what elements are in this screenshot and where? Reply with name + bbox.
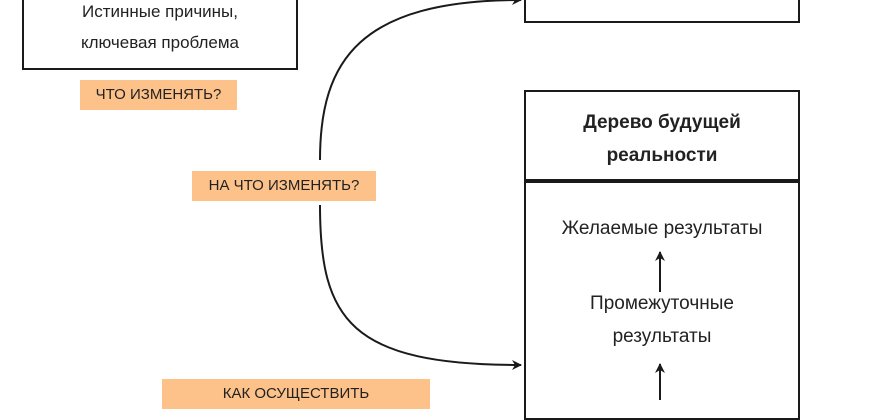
current-reality-box <box>22 0 298 70</box>
conflict-box <box>524 0 800 23</box>
intermediate-results-line1: Промежуточные <box>590 293 734 314</box>
to-what-change-tag: НА ЧТО ИЗМЕНЯТЬ? <box>192 171 376 201</box>
arrow-to-conflict-box <box>319 0 522 161</box>
header-divider <box>524 179 800 183</box>
intermediate-results-line2: результаты <box>612 326 712 347</box>
arrow-to-future-tree <box>319 204 522 370</box>
connectors <box>319 0 665 400</box>
root-causes-label: Истинные причины, <box>81 2 238 21</box>
desired-results-label: Желаемые результаты <box>561 218 763 239</box>
future-tree-title-line1: Дерево будущей <box>583 112 741 133</box>
key-problem-label: ключевая проблема <box>80 33 240 52</box>
future-tree-title-line2: реальности <box>606 145 718 166</box>
what-to-change-tag: ЧТО ИЗМЕНЯТЬ? <box>80 80 237 110</box>
